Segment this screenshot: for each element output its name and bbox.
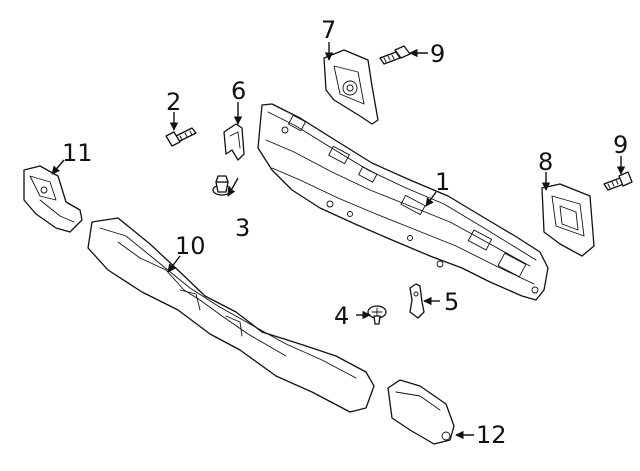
callout-8: 8 xyxy=(538,148,553,176)
part-10-energy-absorber xyxy=(87,217,375,413)
part-1-reinforcement-beam xyxy=(257,103,549,301)
part-4-screw xyxy=(367,305,387,325)
callout-2: 2 xyxy=(166,88,181,116)
part-9-bolt-right xyxy=(603,171,633,191)
callout-labels: 1 2 3 4 5 6 7 8 9 9 10 11 12 xyxy=(62,16,628,449)
callout-9-right: 9 xyxy=(613,131,628,159)
callout-5: 5 xyxy=(444,288,459,316)
part-3-push-pin xyxy=(212,175,232,196)
part-5-clip xyxy=(409,283,425,319)
callout-12: 12 xyxy=(476,421,507,449)
callout-1: 1 xyxy=(435,168,450,196)
part-2-bolt xyxy=(165,127,197,147)
callout-7: 7 xyxy=(321,16,336,44)
callout-10: 10 xyxy=(175,232,206,260)
callout-3: 3 xyxy=(235,214,250,242)
callout-6: 6 xyxy=(231,77,246,105)
part-12-right-bracket xyxy=(387,379,455,445)
leader-lines xyxy=(51,42,626,440)
callout-4: 4 xyxy=(334,302,349,330)
part-7-bracket xyxy=(323,49,379,125)
callout-11: 11 xyxy=(62,139,93,167)
part-6-bracket xyxy=(223,123,245,161)
callout-9-upper: 9 xyxy=(430,40,445,68)
part-9-bolt-upper xyxy=(379,45,411,65)
part-8-bracket xyxy=(541,183,595,257)
part-11-left-bracket xyxy=(23,165,83,233)
